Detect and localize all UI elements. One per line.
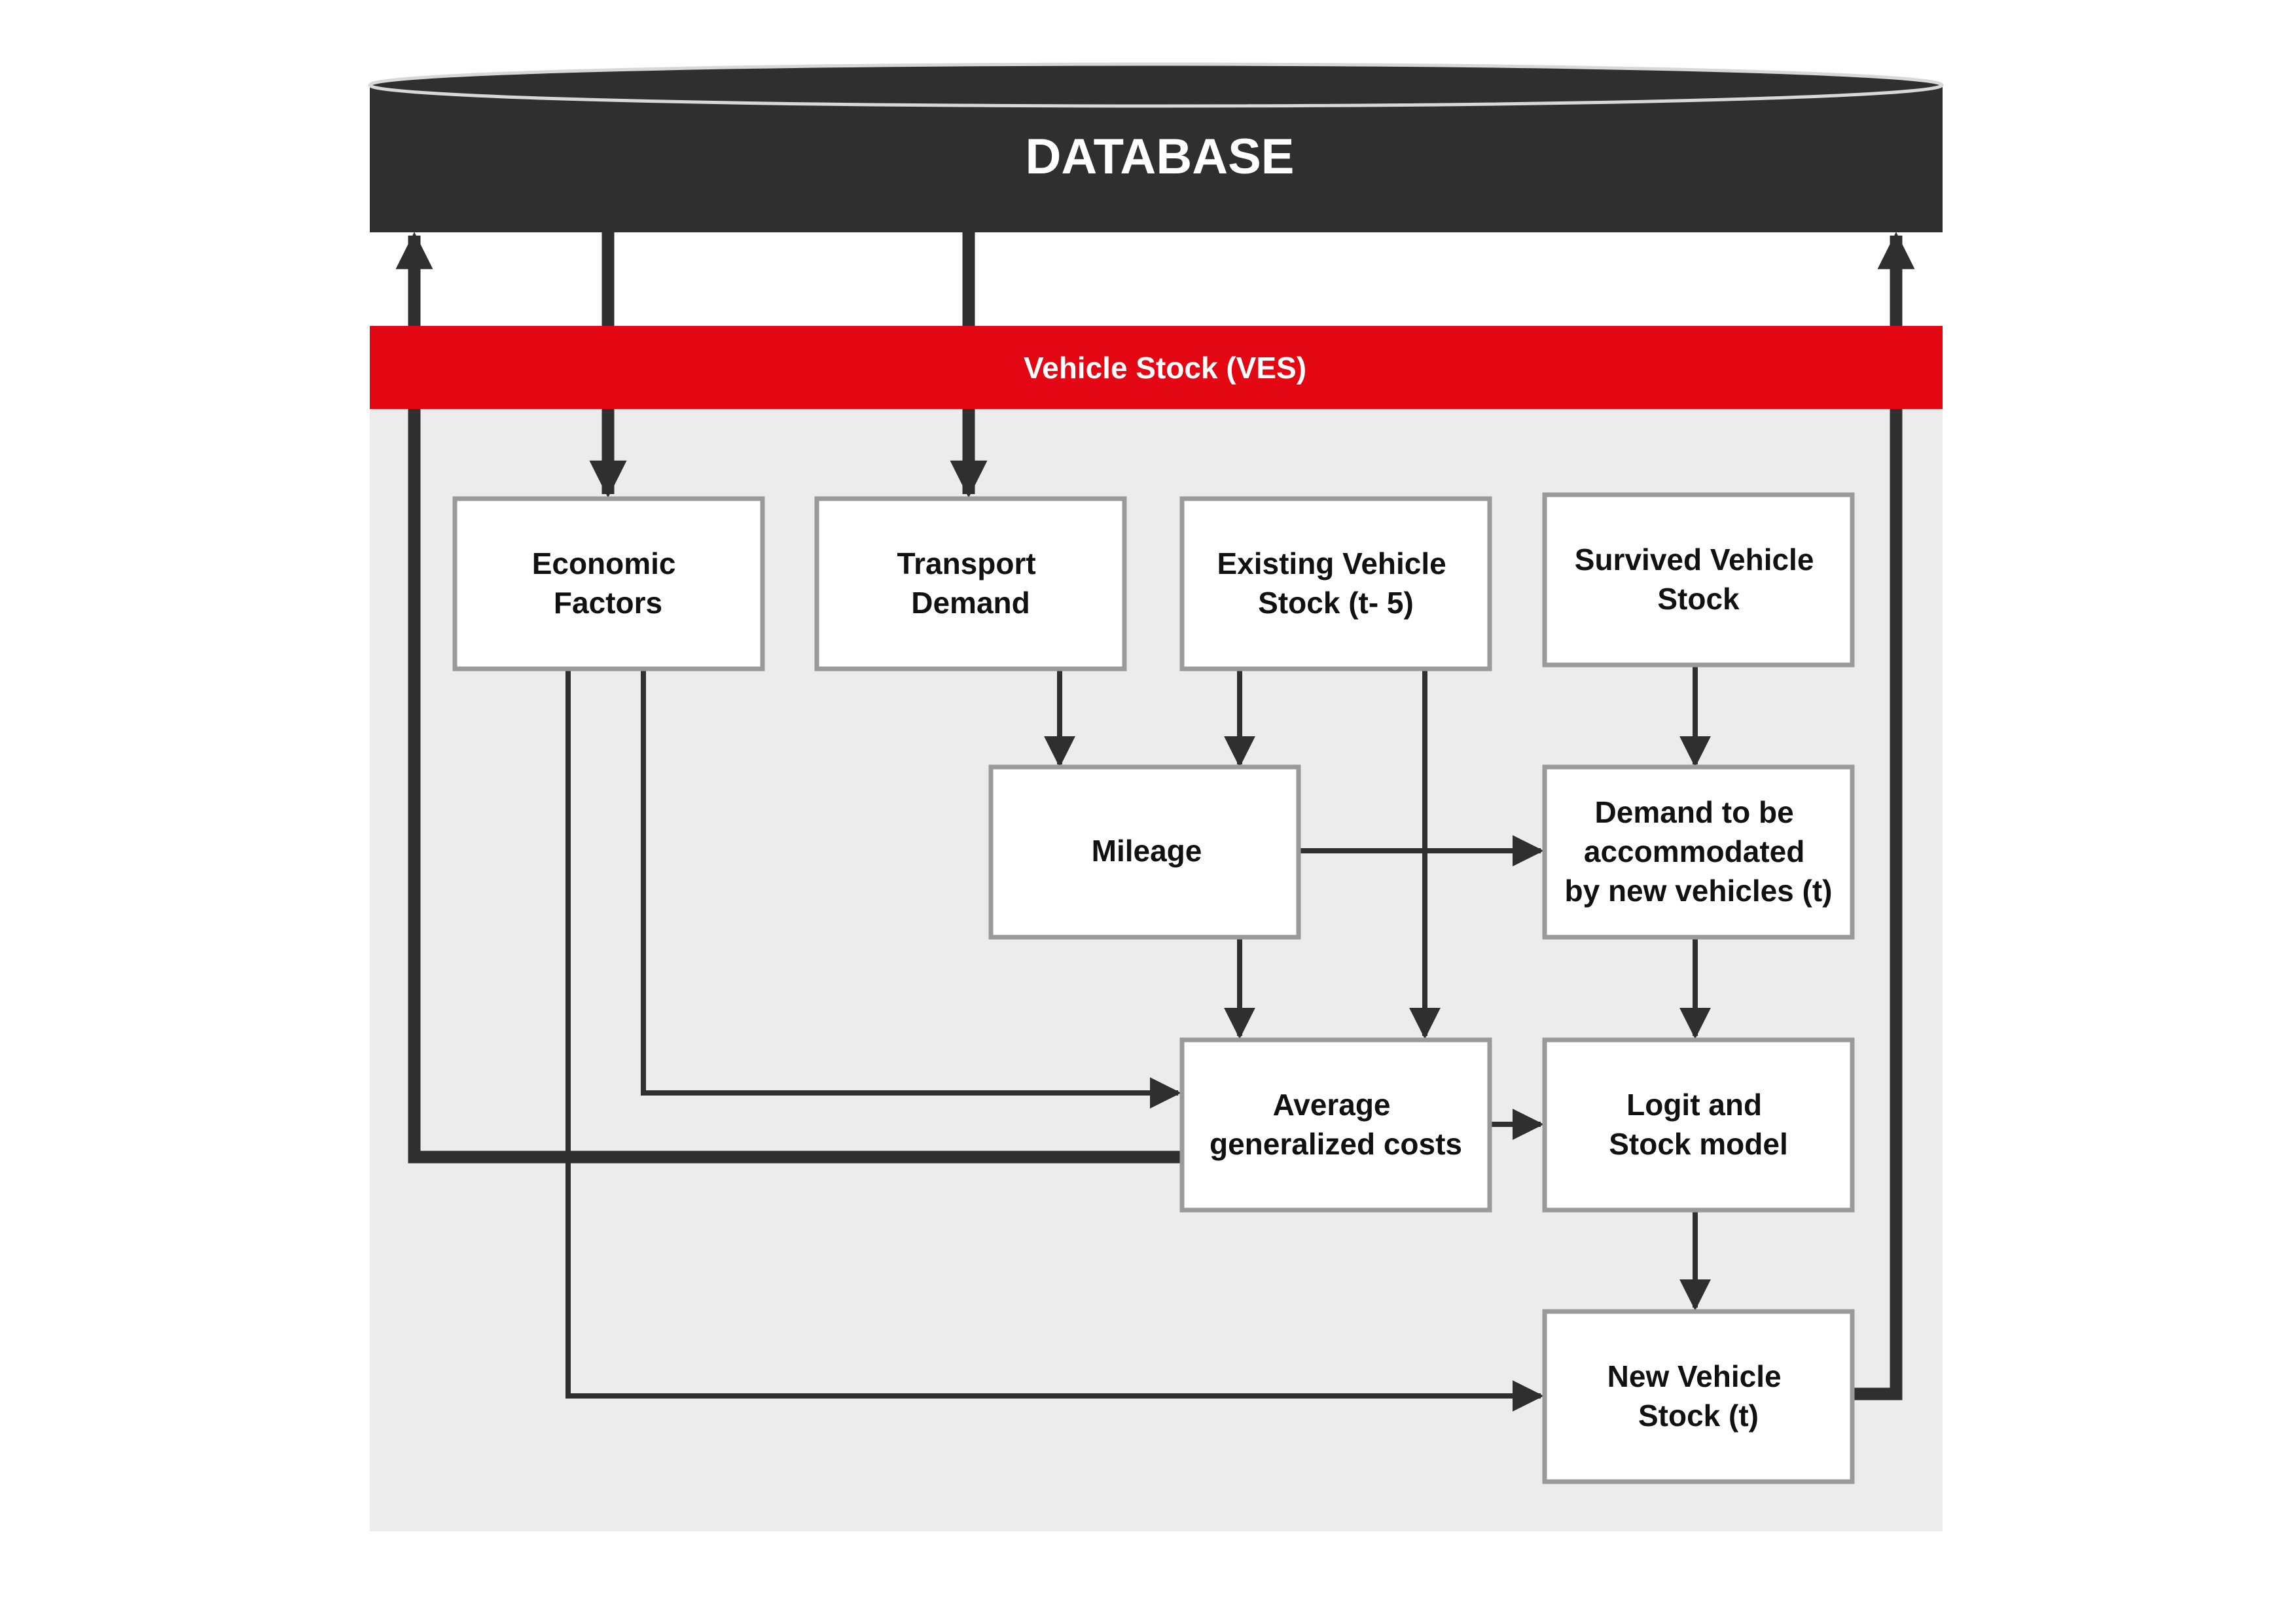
database-label: DATABASE: [1026, 129, 1295, 185]
box-existing-vehicle-stock: [1179, 496, 1492, 671]
box-average-generalized-costs: [1179, 1037, 1492, 1213]
label-mileage: Mileage: [1092, 834, 1202, 868]
label-average-generalized-costs: Average generalized costs: [1210, 1088, 1462, 1161]
module-header-band: [370, 326, 1943, 409]
label-economic-factors: Economic Factors: [532, 546, 685, 620]
arrow-costs-to-database: [395, 232, 1180, 1164]
database-cylinder: DATABASE: [368, 62, 1944, 232]
module-title: Vehicle Stock (VES): [1024, 351, 1306, 385]
box-logit-stock-model: [1542, 1037, 1855, 1213]
label-survived-vehicle-stock: Survived Vehicle Stock: [1575, 543, 1822, 616]
arrow-economic-to-costs: [641, 671, 1181, 1109]
box-new-vehicle-stock: [1542, 1309, 1855, 1484]
arrow-economic-to-new-stock: [565, 671, 1544, 1412]
box-transport-demand: [814, 496, 1127, 671]
label-transport-demand: Transport Demand: [897, 546, 1045, 620]
box-demand-new-vehicles: [1542, 764, 1855, 940]
box-survived-vehicle-stock: [1542, 492, 1855, 668]
arrow-new-stock-to-database: [1849, 232, 1915, 1400]
label-logit-stock-model: Logit and Stock model: [1609, 1088, 1788, 1161]
label-demand-new-vehicles: Demand to be accommodated by new vehicle…: [1564, 795, 1832, 908]
box-economic-factors: [452, 496, 765, 671]
label-existing-vehicle-stock: Existing Vehicle Stock (t- 5): [1217, 546, 1454, 620]
box-mileage: [988, 764, 1301, 940]
label-new-vehicle-stock: New Vehicle Stock (t): [1607, 1359, 1790, 1433]
